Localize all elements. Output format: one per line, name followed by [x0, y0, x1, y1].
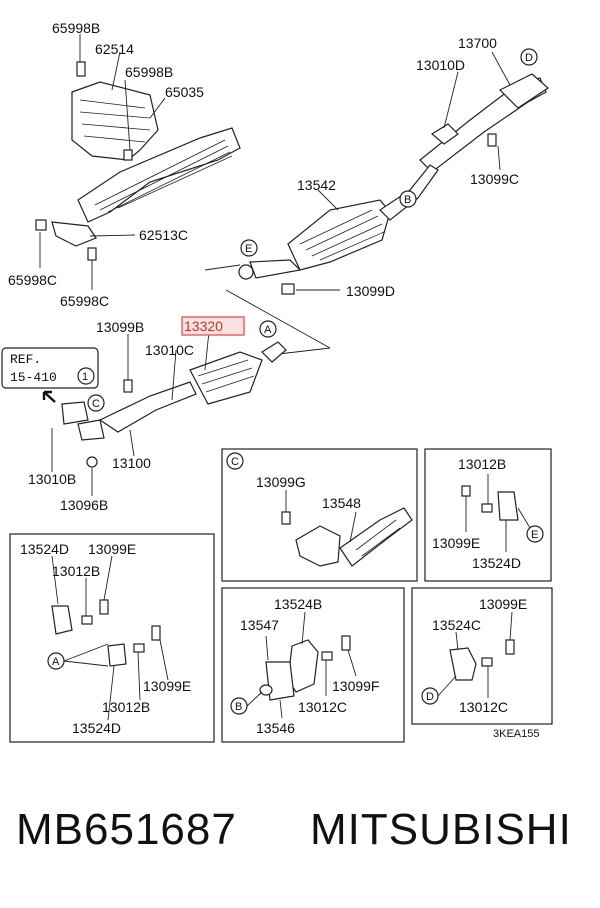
label-13524d-right: 13524D: [472, 555, 521, 571]
brand-name: MITSUBISHI: [310, 805, 572, 854]
drawing-code: 3KEA155: [493, 728, 539, 740]
label-65998b-top: 65998B: [52, 20, 100, 36]
label-62513c: 62513C: [139, 227, 188, 243]
arrow-icon: [42, 390, 56, 403]
label-13012c-d: 13012C: [459, 699, 508, 715]
label-13010c: 13010C: [145, 342, 194, 358]
label-13524d-a: 13524D: [20, 541, 69, 557]
footer: MB651687 MITSUBISHI: [0, 805, 600, 875]
label-13100: 13100: [112, 455, 151, 471]
label-13012c-b: 13012C: [298, 699, 347, 715]
callout-a-box: A: [52, 656, 60, 668]
label-13546: 13546: [256, 720, 295, 736]
label-13099f: 13099F: [332, 678, 379, 694]
callout-c-top: C: [92, 398, 100, 410]
label-13012b-a2: 13012B: [102, 699, 150, 715]
label-13012b-a: 13012B: [52, 563, 100, 579]
label-13548: 13548: [322, 495, 361, 511]
label-13010b: 13010B: [28, 471, 76, 487]
label-65035: 65035: [165, 84, 204, 100]
heat-shield-group: [35, 34, 241, 290]
label-13096b: 13096B: [60, 497, 108, 513]
label-65998c-bottom: 65998C: [60, 293, 109, 309]
detail-box-d: D: [411, 587, 553, 725]
callout-b-top: B: [404, 194, 411, 206]
highlight-box-13320: [181, 316, 245, 336]
ref-circle-number: 1: [82, 371, 88, 383]
front-pipe-group: [51, 321, 287, 496]
label-13099e-right: 13099E: [432, 535, 480, 551]
part-number: MB651687: [16, 805, 237, 854]
detail-box-b: B: [221, 587, 405, 743]
label-13099e-a2: 13099E: [143, 678, 191, 694]
detail-box-a: A: [9, 533, 215, 743]
label-13099e-a: 13099E: [88, 541, 136, 557]
callout-c-box: C: [231, 456, 239, 468]
label-13099d: 13099D: [346, 283, 395, 299]
label-13542: 13542: [297, 177, 336, 193]
rear-muffler-group: [419, 51, 549, 173]
label-13547: 13547: [240, 617, 279, 633]
callout-e-box: E: [531, 529, 538, 541]
label-62514: 62514: [95, 41, 134, 57]
callout-a-top: A: [264, 324, 272, 336]
label-13524c: 13524C: [432, 617, 481, 633]
label-13010d: 13010D: [416, 57, 465, 73]
detail-box-c: C: [221, 448, 418, 582]
callout-b-box: B: [235, 701, 242, 713]
ref-number: 15-410: [10, 370, 57, 385]
label-13524b: 13524B: [274, 596, 322, 612]
ref-box: [1, 347, 99, 389]
label-13524d-a2: 13524D: [72, 720, 121, 736]
callout-d-box: D: [426, 691, 434, 703]
label-13700: 13700: [458, 35, 497, 51]
label-13099b: 13099B: [96, 319, 144, 335]
label-13099e-d: 13099E: [479, 596, 527, 612]
detail-box-e: E: [424, 448, 552, 582]
label-13099g: 13099G: [256, 474, 306, 490]
label-65998c-left: 65998C: [8, 272, 57, 288]
label-65998b-mid: 65998B: [125, 64, 173, 80]
callout-d-top: D: [525, 52, 533, 64]
label-13320: 13320: [184, 318, 223, 334]
callout-e-top: E: [245, 243, 252, 255]
ref-label: REF.: [10, 352, 41, 367]
label-13099c: 13099C: [470, 171, 519, 187]
label-13012b-right: 13012B: [458, 456, 506, 472]
